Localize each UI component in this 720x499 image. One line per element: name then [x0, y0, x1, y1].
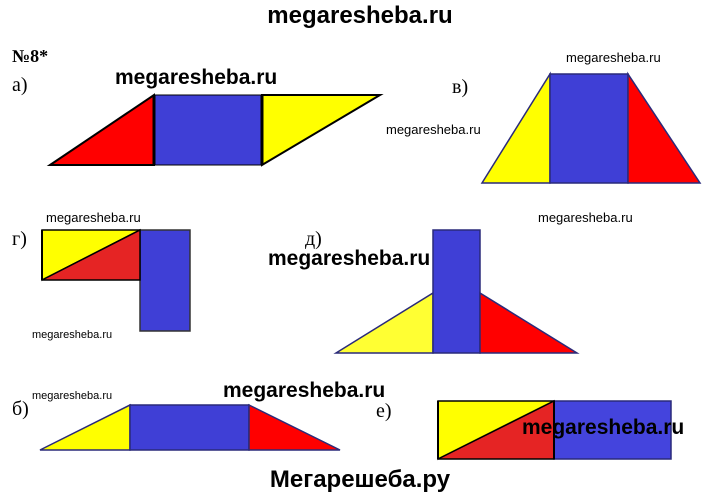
figure-v-blue-rect	[549, 73, 629, 184]
figure-b-yellow-triangle	[39, 403, 131, 451]
label-a: а)	[12, 74, 28, 96]
watermark-g-bottom: megaresheba.ru	[32, 329, 113, 341]
figure-g-red-triangle	[41, 228, 141, 281]
watermark-v-top: megaresheba.ru	[566, 50, 661, 65]
figure-a-yellow-triangle	[261, 94, 384, 167]
figure-v	[480, 71, 702, 184]
watermark-b: megaresheba.ru	[223, 379, 386, 402]
figure-d-red-triangle	[479, 291, 580, 354]
label-e: е)	[376, 400, 392, 422]
figure-g-blue-rect	[139, 229, 191, 332]
figure-b-blue-rect	[129, 404, 250, 451]
figure-a-red-triangle	[46, 93, 155, 166]
watermark-g-top: megaresheba.ru	[46, 210, 141, 225]
watermark-v-left: megaresheba.ru	[386, 122, 481, 137]
figure-b-red-triangle	[248, 403, 341, 451]
label-v: в)	[452, 76, 469, 98]
figure-d-yellow-triangle	[333, 291, 434, 354]
figure-e-blue-rect	[553, 400, 672, 460]
figure-b	[39, 403, 341, 451]
watermark-b-small: megaresheba.ru	[32, 390, 113, 402]
figure-a-blue-rect	[153, 94, 263, 166]
watermark-a: megaresheba.ru	[115, 66, 278, 89]
task-number: №8*	[12, 46, 49, 66]
figure-v-red-triangle	[627, 71, 702, 184]
label-d: д)	[305, 228, 322, 250]
footer-watermark: Мегарешеба.ру	[269, 466, 451, 493]
watermark-d: megaresheba.ru	[268, 247, 431, 270]
figure-g	[41, 228, 191, 332]
watermark-d-right: megaresheba.ru	[538, 210, 633, 225]
label-b: б)	[12, 398, 29, 420]
watermark-e: megaresheba.ru	[522, 416, 685, 439]
figure-a	[46, 93, 384, 167]
figure-d	[333, 229, 580, 354]
label-g: г)	[12, 228, 27, 250]
figure-e	[437, 399, 672, 461]
header-watermark: megaresheba.ru	[267, 2, 453, 29]
figure-d-blue-rect	[432, 229, 481, 354]
figure-v-yellow-triangle	[480, 71, 551, 184]
